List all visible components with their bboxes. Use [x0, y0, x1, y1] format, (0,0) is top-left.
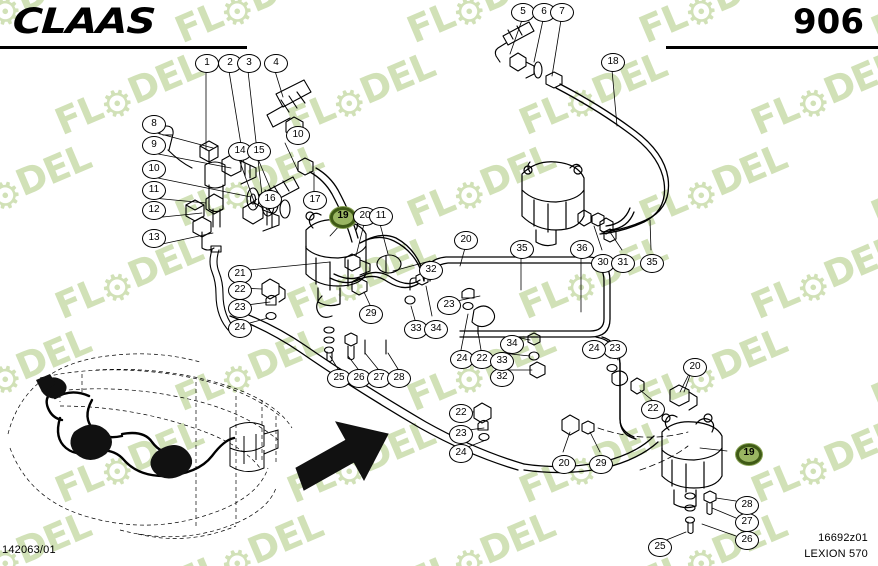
- header-rule-right: [666, 46, 878, 49]
- callout-24[interactable]: 24: [449, 444, 473, 463]
- callout-14[interactable]: 14: [228, 142, 252, 161]
- callout-22[interactable]: 22: [641, 400, 665, 419]
- callout-31[interactable]: 31: [611, 254, 635, 273]
- page-header: CLAAS 906: [0, 0, 878, 50]
- callout-34[interactable]: 34: [424, 320, 448, 339]
- page-footer: 142063/01 16692z01 LEXION 570: [0, 528, 878, 566]
- callout-24[interactable]: 24: [228, 319, 252, 338]
- callout-20[interactable]: 20: [552, 455, 576, 474]
- callout-11[interactable]: 11: [369, 207, 393, 226]
- callout-16[interactable]: 16: [258, 190, 282, 209]
- callout-25[interactable]: 25: [648, 538, 672, 557]
- callout-20[interactable]: 20: [454, 231, 478, 250]
- machine-model: LEXION 570: [804, 548, 868, 560]
- callout-18[interactable]: 18: [601, 53, 625, 72]
- callout-5[interactable]: 5: [511, 3, 535, 22]
- callout-23[interactable]: 23: [603, 340, 627, 359]
- callout-32[interactable]: 32: [419, 261, 443, 280]
- callout-35[interactable]: 35: [510, 240, 534, 259]
- callout-20[interactable]: 20: [683, 358, 707, 377]
- callout-13[interactable]: 13: [142, 229, 166, 248]
- callout-35[interactable]: 35: [640, 254, 664, 273]
- callout-34[interactable]: 34: [500, 335, 524, 354]
- callout-36[interactable]: 36: [570, 240, 594, 259]
- callout-17[interactable]: 17: [303, 191, 327, 210]
- page-number: 906: [793, 2, 864, 42]
- callout-24[interactable]: 24: [582, 340, 606, 359]
- callout-23[interactable]: 23: [449, 425, 473, 444]
- drawing-number: 142063/01: [2, 544, 56, 556]
- figure-code: 16692z01: [818, 532, 868, 544]
- header-rule-left: [0, 46, 247, 49]
- callout-29[interactable]: 29: [359, 305, 383, 324]
- claas-logo: CLAAS: [11, 2, 156, 42]
- callout-29[interactable]: 29: [589, 455, 613, 474]
- callout-7[interactable]: 7: [550, 3, 574, 22]
- callout-1[interactable]: 1: [195, 54, 219, 73]
- callout-22[interactable]: 22: [470, 350, 494, 369]
- callout-11[interactable]: 11: [142, 181, 166, 200]
- direction-arrow: [295, 421, 389, 491]
- callout-12[interactable]: 12: [142, 201, 166, 220]
- callout-9[interactable]: 9: [142, 136, 166, 155]
- callout-28[interactable]: 28: [387, 369, 411, 388]
- callout-8[interactable]: 8: [142, 115, 166, 134]
- callout-15[interactable]: 15: [247, 142, 271, 161]
- callout-22[interactable]: 22: [449, 404, 473, 423]
- callout-22[interactable]: 22: [228, 281, 252, 300]
- callout-27[interactable]: 27: [735, 513, 759, 532]
- callout-4[interactable]: 4: [264, 54, 288, 73]
- callout-23[interactable]: 23: [437, 296, 461, 315]
- callout-10[interactable]: 10: [142, 160, 166, 179]
- callout-28[interactable]: 28: [735, 496, 759, 515]
- callout-3[interactable]: 3: [237, 54, 261, 73]
- callout-23[interactable]: 23: [228, 299, 252, 318]
- callout-33[interactable]: 33: [490, 352, 514, 371]
- callout-25[interactable]: 25: [327, 369, 351, 388]
- callout-19-highlighted[interactable]: 19: [736, 444, 762, 465]
- callout-21[interactable]: 21: [228, 265, 252, 284]
- machine-overview-inset: [7, 353, 293, 539]
- callout-10[interactable]: 10: [286, 126, 310, 145]
